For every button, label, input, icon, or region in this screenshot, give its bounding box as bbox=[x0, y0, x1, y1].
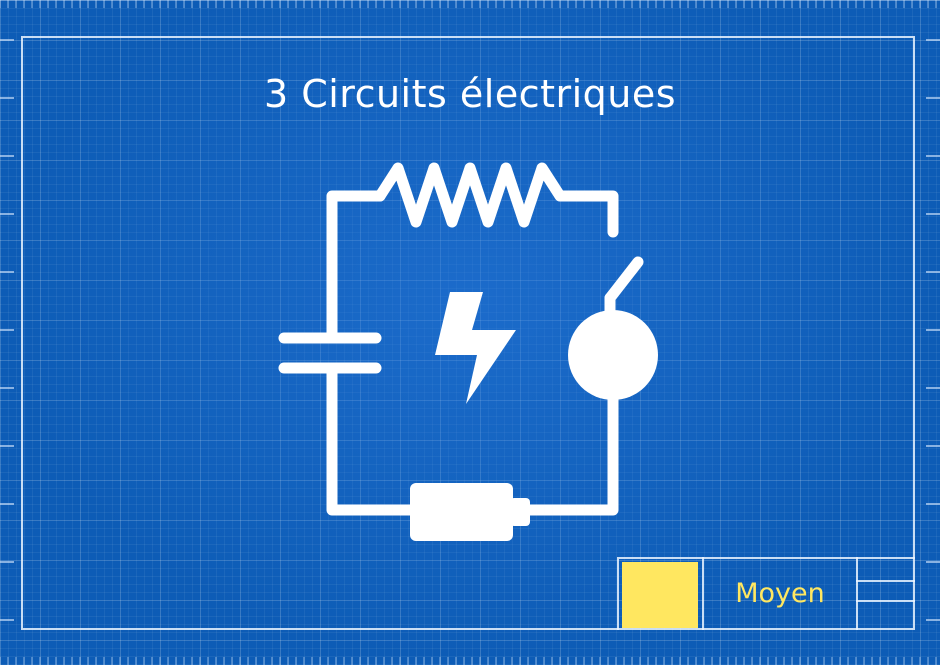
title-block bbox=[617, 557, 915, 630]
lamp-icon bbox=[568, 310, 658, 400]
switch-icon bbox=[604, 256, 644, 304]
electric-circuit-icon bbox=[278, 162, 658, 541]
difficulty-color-swatch bbox=[622, 562, 698, 628]
difficulty-label: Moyen bbox=[735, 578, 825, 609]
title-block-divider bbox=[856, 600, 915, 602]
blueprint-frame bbox=[21, 36, 915, 630]
title-block-divider bbox=[856, 580, 915, 582]
fuse-icon bbox=[410, 483, 530, 541]
title-block-divider bbox=[702, 557, 704, 630]
resistor-icon bbox=[374, 162, 619, 238]
wire-right-bottom bbox=[519, 389, 619, 516]
wire-left-top bbox=[326, 190, 386, 344]
title-block-divider bbox=[856, 557, 858, 630]
capacitor-icon bbox=[278, 332, 382, 374]
wire-left-bottom bbox=[326, 362, 421, 516]
lightning-bolt-icon bbox=[435, 292, 516, 404]
card-title: 3 Circuits électriques bbox=[263, 72, 677, 116]
